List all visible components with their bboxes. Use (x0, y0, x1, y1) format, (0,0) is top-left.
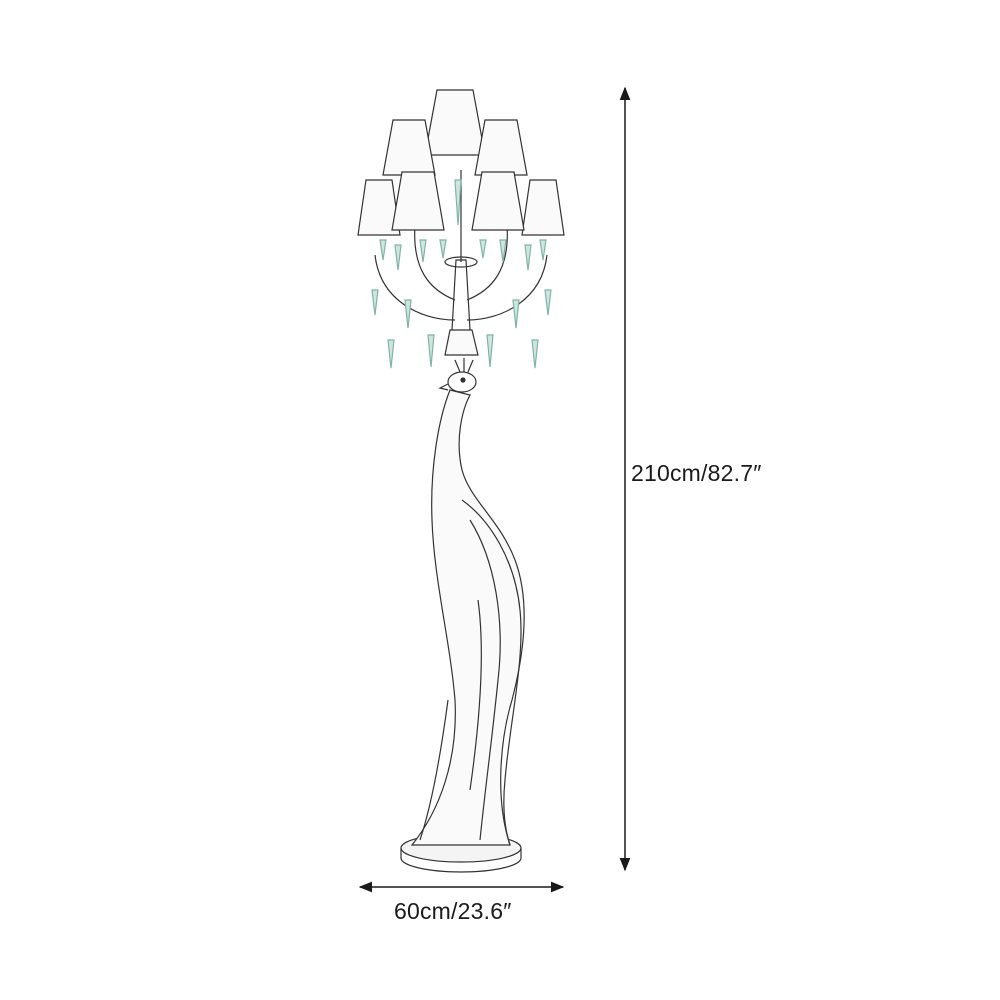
crystal-drops (371, 179, 552, 369)
width-dimension-label: 60cm/23.6″ (394, 898, 512, 924)
lamp-shade (521, 179, 565, 236)
lamp-shade (424, 89, 486, 156)
lamp-shade (391, 171, 445, 231)
lamp-shade (471, 171, 525, 231)
height-dimension-label: 210cm/82.7″ (631, 460, 762, 486)
lamp-shade (357, 179, 401, 236)
lamp-shades (357, 89, 565, 236)
peacock-body (410, 358, 525, 846)
candelabra-arms (374, 170, 548, 356)
lamp-shade (474, 119, 528, 176)
lamp-shade (382, 119, 436, 176)
